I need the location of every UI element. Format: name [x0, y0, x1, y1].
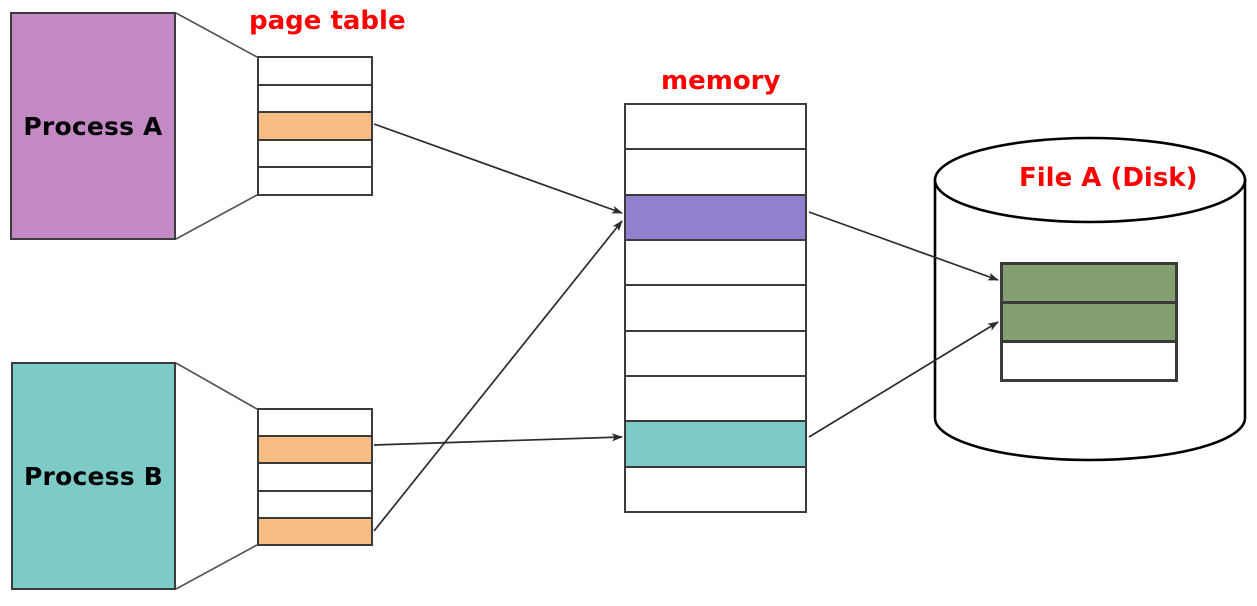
- page-table-b[interactable]: [257, 408, 373, 546]
- page-table-a-row-2[interactable]: [259, 113, 371, 141]
- page-table-a-row-4[interactable]: [259, 168, 371, 194]
- page-table-b-row-3[interactable]: [259, 491, 371, 519]
- disk-block-row-2[interactable]: [1003, 343, 1175, 379]
- process-b-label: Process B: [24, 461, 163, 491]
- memory-row-6[interactable]: [626, 376, 805, 423]
- memory-row-5[interactable]: [626, 331, 805, 377]
- expansion-lines-process-a: [175, 12, 258, 240]
- page-table-b-row-0[interactable]: [259, 410, 371, 438]
- page-table-b-row-2[interactable]: [259, 464, 371, 492]
- arrow-memory-teal-to-disk: [808, 321, 999, 438]
- process-a-box[interactable]: Process A: [10, 12, 176, 240]
- expansion-lines-process-b: [175, 362, 258, 590]
- memory-table[interactable]: [624, 103, 807, 513]
- disk-block-row-1[interactable]: [1003, 304, 1175, 343]
- page-table-label: page table: [249, 6, 406, 36]
- process-a-label: Process A: [23, 111, 163, 141]
- arrow-memory-purple-to-disk: [808, 211, 999, 281]
- page-table-a-row-1[interactable]: [259, 85, 371, 114]
- arrow-ptb-row4-to-memory: [373, 220, 623, 532]
- arrow-pta-to-memory: [373, 123, 623, 214]
- page-table-a-row-0[interactable]: [259, 58, 371, 86]
- memory-row-1[interactable]: [626, 150, 805, 196]
- memory-row-4[interactable]: [626, 286, 805, 332]
- page-table-a-row-3[interactable]: [259, 140, 371, 169]
- memory-row-7[interactable]: [626, 422, 805, 468]
- memory-row-2[interactable]: [626, 195, 805, 241]
- arrow-ptb-row1-to-memory: [373, 433, 623, 446]
- memory-row-3[interactable]: [626, 240, 805, 287]
- page-table-b-row-1[interactable]: [259, 437, 371, 465]
- page-table-a[interactable]: [257, 56, 373, 196]
- disk-block-row-0[interactable]: [1003, 265, 1175, 304]
- memory-row-0[interactable]: [626, 105, 805, 151]
- file-a-disk-label: File A (Disk): [1019, 163, 1198, 193]
- process-b-box[interactable]: Process B: [11, 362, 176, 590]
- memory-row-8[interactable]: [626, 467, 805, 511]
- disk-file-block[interactable]: [1000, 262, 1178, 382]
- memory-label: memory: [661, 66, 781, 96]
- page-table-b-row-4[interactable]: [259, 518, 371, 545]
